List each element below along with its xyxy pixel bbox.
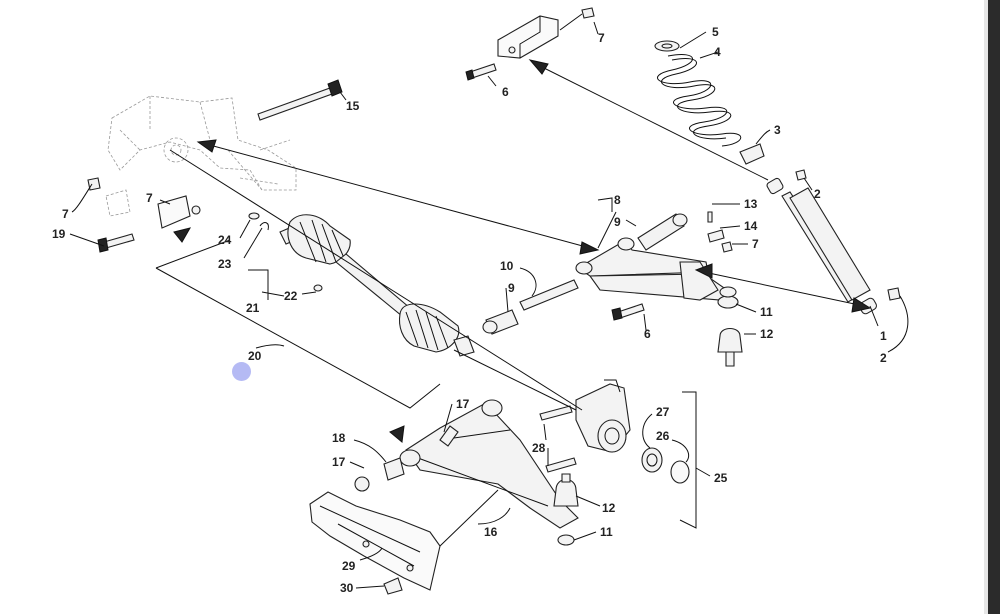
callout-29: 29 [342, 559, 356, 573]
lower-a-arm [399, 399, 579, 529]
bolt-6-mid [611, 303, 645, 321]
callout-6-top: 6 [502, 85, 509, 99]
callout-4: 4 [714, 45, 721, 59]
nut-7-left [87, 177, 101, 191]
callout-9-upper: 9 [614, 215, 621, 229]
callout-1: 1 [880, 329, 887, 343]
callout-24: 24 [218, 233, 232, 247]
bushings-17-18 [354, 457, 405, 492]
shock-absorber [766, 169, 901, 315]
callout-12-upper: 12 [760, 327, 774, 341]
frame-outline [105, 95, 297, 217]
leader-lines [69, 21, 909, 589]
bushing-9-upper [637, 213, 688, 251]
hardware-13-14-7 [707, 211, 733, 253]
callout-2-top: 2 [814, 187, 821, 201]
callout-18: 18 [332, 431, 346, 445]
ball-joint-12-upper [717, 327, 743, 367]
callout-6-mid: 6 [644, 327, 651, 341]
scrollbar-track[interactable] [984, 0, 988, 614]
callout-26: 26 [656, 429, 670, 443]
callout-14: 14 [744, 219, 758, 233]
callout-28: 28 [532, 441, 546, 455]
callout-7-top: 7 [598, 31, 605, 45]
callout-17-lower: 17 [332, 455, 346, 469]
assembly-arrows [169, 59, 872, 443]
drive-axle [279, 214, 475, 357]
spring-retainer-5 [654, 40, 680, 52]
callout-15: 15 [346, 99, 360, 113]
callout-30: 30 [340, 581, 354, 595]
callout-9-lower: 9 [508, 281, 515, 295]
ring-26 [670, 460, 690, 484]
callout-13: 13 [744, 197, 758, 211]
upper-shock-bracket [497, 7, 595, 59]
clip-24-23 [248, 212, 269, 231]
nut-11-upper [717, 286, 739, 309]
callout-11-upper: 11 [760, 305, 773, 319]
nut-11-lower [557, 534, 575, 546]
callout-12-lower: 12 [602, 501, 616, 515]
callout-20: 20 [248, 349, 262, 363]
callout-7-left: 7 [62, 207, 69, 221]
bolt-15 [257, 79, 343, 121]
callout-16: 16 [484, 525, 498, 539]
callout-3: 3 [774, 123, 781, 137]
callout-7-bracket: 7 [146, 191, 153, 205]
callout-25: 25 [714, 471, 728, 485]
callout-8: 8 [614, 193, 621, 207]
vertical-scrollbar[interactable] [988, 0, 1000, 614]
knuckle [575, 379, 631, 453]
bolt-6-top [465, 63, 497, 81]
callout-5: 5 [712, 25, 719, 39]
callout-7-right: 7 [752, 237, 759, 251]
callout-labels: 7 6 5 4 3 2 15 7 19 7 24 23 22 21 20 8 9… [52, 25, 887, 595]
callout-11-lower: 11 [600, 525, 613, 539]
callout-2-bottom: 2 [880, 351, 887, 365]
bolts-28 [539, 405, 577, 473]
bolt-30 [383, 577, 403, 595]
callout-17-upper: 17 [456, 397, 470, 411]
callout-10: 10 [500, 259, 514, 273]
bushing-9-lower [482, 309, 519, 335]
ball-joint-12-lower [553, 473, 579, 507]
callout-21: 21 [246, 301, 260, 315]
callout-19: 19 [52, 227, 66, 241]
spring-retainer-3 [739, 143, 765, 165]
pointer-dot-icon [232, 362, 251, 381]
bracket-7-left [157, 195, 201, 229]
shaft-10 [519, 279, 579, 311]
clip-22 [313, 284, 323, 292]
upper-a-arm [575, 237, 731, 301]
coil-spring [657, 54, 742, 147]
callout-22: 22 [284, 289, 298, 303]
bolt-19 [97, 233, 135, 253]
bearing-27 [641, 447, 663, 473]
callout-23: 23 [218, 257, 232, 271]
callout-27: 27 [656, 405, 670, 419]
skid-plate [309, 491, 441, 591]
